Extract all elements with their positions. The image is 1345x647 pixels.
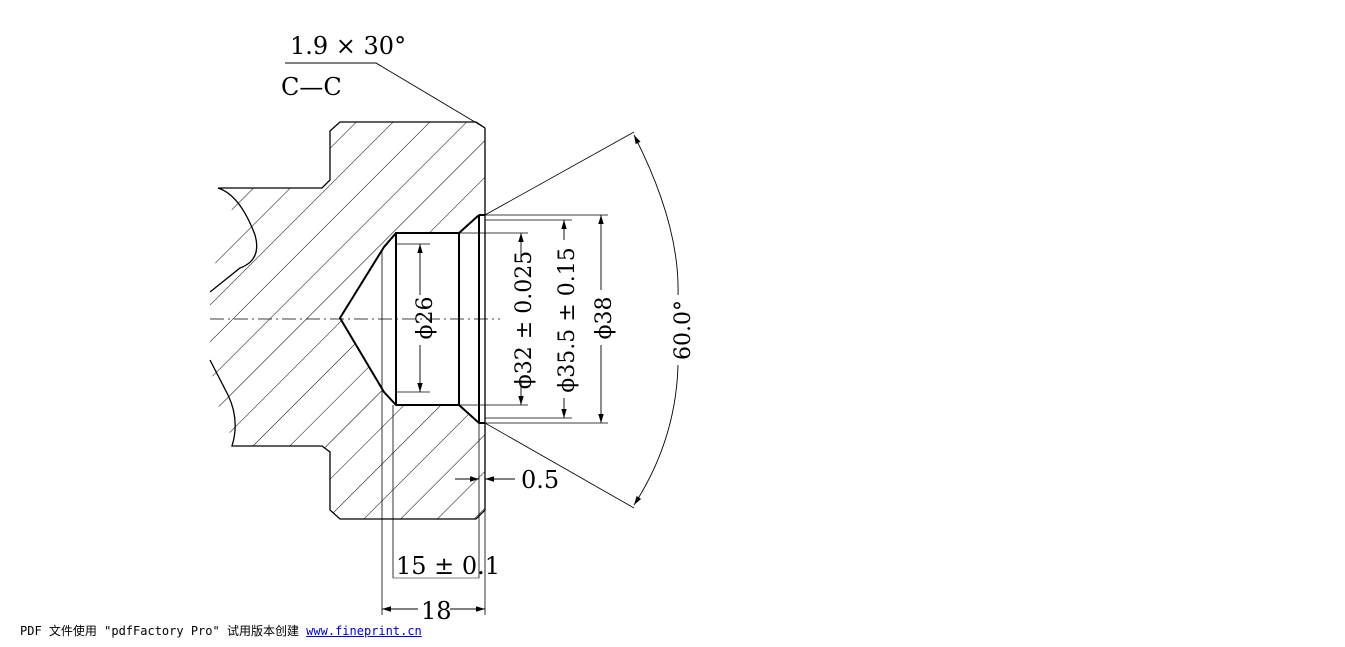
dim-angle: 60.0° (671, 300, 696, 360)
dim-depth-18: 18 (421, 597, 452, 625)
extension-lines (381, 131, 635, 615)
footer-text: PDF 文件使用 "pdfFactory Pro" 试用版本创建 (20, 624, 307, 638)
chamfer-leader (285, 62, 486, 129)
dim-d38: ϕ38 (592, 297, 617, 340)
dim-d32: ϕ32 ± 0.025 (512, 251, 537, 389)
section-label: C—C (281, 73, 342, 101)
section-hatch (210, 122, 485, 519)
dimension-lines (382, 134, 679, 612)
dim-d35: ϕ35.5 ± 0.15 (555, 247, 580, 392)
footer-link[interactable]: www.fineprint.cn (306, 624, 422, 638)
pdf-footer: PDF 文件使用 "pdfFactory Pro" 试用版本创建 www.fin… (20, 622, 422, 639)
chamfer-note: 1.9 × 30° (290, 32, 406, 60)
dim-d26: ϕ26 (413, 297, 438, 340)
dim-offset: 0.5 (521, 466, 559, 494)
dim-depth-15: 15 ± 0.1 (396, 552, 500, 580)
part-outline (209, 121, 486, 520)
